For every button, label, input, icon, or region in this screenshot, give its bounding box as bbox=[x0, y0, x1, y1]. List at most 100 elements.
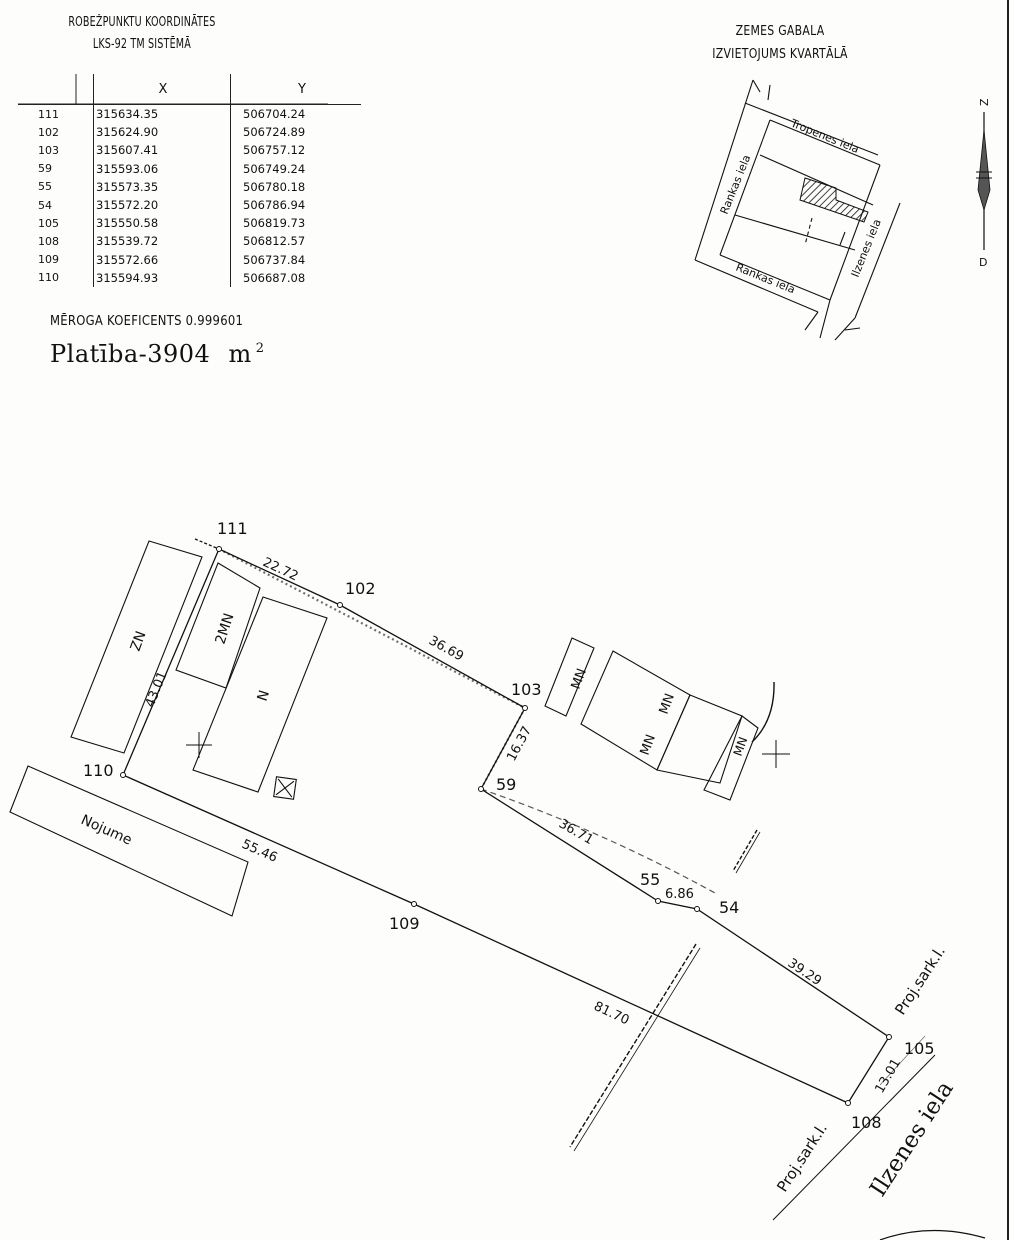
point-id: 105 bbox=[38, 216, 59, 230]
parcel-line bbox=[839, 231, 846, 246]
street-edge bbox=[719, 119, 771, 256]
building-label-n: N bbox=[255, 688, 273, 703]
point-label-54: 54 bbox=[719, 898, 739, 917]
buildings bbox=[9, 540, 759, 917]
distance-54-105: 39.29 bbox=[785, 956, 824, 989]
parcel-boundary bbox=[122, 538, 890, 1104]
building-mn-small bbox=[544, 637, 595, 717]
point-id: 59 bbox=[38, 162, 52, 176]
y-value: 506786.94 bbox=[230, 195, 361, 215]
parcel-line bbox=[759, 154, 874, 206]
street-edge bbox=[767, 84, 771, 101]
coordinates-title-line2: LKS-92 TM SISTĒMĀ bbox=[92, 37, 191, 52]
distance-103-59: 16.37 bbox=[504, 724, 535, 764]
coordinates-header-row: X Y bbox=[18, 74, 361, 105]
point-label-55: 55 bbox=[640, 870, 660, 889]
ditch-lines bbox=[569, 681, 936, 1221]
boundary-vertices bbox=[120, 546, 892, 1106]
building-n bbox=[192, 596, 328, 793]
street-edge bbox=[854, 202, 901, 319]
distance-59-55: 36.71 bbox=[556, 816, 596, 848]
street-label-ilzenes: Ilzenes iela bbox=[865, 1076, 959, 1201]
distance-111-102: 22.72 bbox=[260, 555, 300, 584]
parcel-line bbox=[734, 214, 856, 251]
point-label-59: 59 bbox=[496, 775, 516, 794]
stamp-edge bbox=[879, 1229, 986, 1240]
vertex-marker bbox=[120, 772, 126, 778]
distance-105-108: 13.01 bbox=[872, 1056, 904, 1096]
street-edge bbox=[719, 254, 831, 301]
x-value: 315572.66 bbox=[93, 250, 231, 269]
point-label-110: 110 bbox=[83, 761, 114, 780]
vertex-marker bbox=[337, 602, 343, 608]
coordinates-title-line1: ROBEŽPUNKTU KOORDINĀTES bbox=[68, 15, 216, 30]
street-label-ilzenes-inset: Ilzenes iela bbox=[849, 217, 884, 279]
building-label-mn-a: MN bbox=[657, 692, 678, 717]
location-plot-hatched bbox=[799, 177, 869, 223]
scale-coefficient: MĒROGA KOEFICENTS 0.999601 bbox=[50, 313, 244, 329]
street-edge bbox=[752, 79, 761, 93]
point-id: 109 bbox=[38, 253, 59, 267]
building-mn-b bbox=[656, 694, 743, 784]
vertex-marker bbox=[655, 898, 661, 904]
y-value: 506812.57 bbox=[230, 232, 361, 251]
vertex-marker bbox=[886, 1034, 892, 1040]
street-label-rankas-west: Rankas iela bbox=[718, 153, 754, 216]
vertex-marker bbox=[216, 546, 222, 552]
street-edge bbox=[829, 164, 881, 301]
vertex-marker bbox=[522, 705, 528, 711]
x-value: 315572.20 bbox=[93, 195, 231, 215]
street-label-tropenes: Tropenes iela bbox=[788, 116, 861, 156]
point-label-103: 103 bbox=[511, 680, 542, 699]
street-edge bbox=[834, 317, 856, 341]
projected-red-line-label-upper: Proj.sark.l. bbox=[891, 943, 949, 1018]
building-label-mn-c: MN bbox=[731, 735, 751, 758]
point-id: 103 bbox=[38, 143, 59, 157]
y-value: 506819.73 bbox=[230, 214, 361, 233]
south-label: D bbox=[979, 256, 987, 269]
y-value: 506780.18 bbox=[230, 177, 361, 196]
point-label-111: 111 bbox=[217, 519, 248, 538]
street-edge bbox=[819, 299, 831, 339]
y-value: 506737.84 bbox=[230, 250, 361, 269]
projected-red-line-label-lower: Proj.sark.l. bbox=[773, 1120, 831, 1195]
location-inset-map bbox=[694, 79, 901, 341]
street-edge bbox=[844, 327, 861, 331]
y-value: 506704.24 bbox=[230, 104, 361, 124]
y-value: 506757.12 bbox=[230, 141, 361, 160]
area-unit: m bbox=[228, 340, 252, 368]
vertex-marker bbox=[694, 906, 700, 912]
boundary-polyline bbox=[122, 548, 890, 1104]
north-label: Z bbox=[978, 98, 991, 106]
location-title: ZEMES GABALA IZVIETOJUMS KVARTĀLĀ bbox=[709, 20, 852, 66]
x-value: 315539.72 bbox=[93, 232, 231, 251]
point-id: 111 bbox=[38, 107, 59, 121]
point-id: 108 bbox=[38, 234, 59, 248]
point-label-105: 105 bbox=[904, 1039, 935, 1058]
distance-55-54: 6.86 bbox=[665, 887, 694, 902]
x-value: 315573.35 bbox=[93, 177, 231, 196]
point-label-102: 102 bbox=[345, 579, 376, 598]
x-value: 315594.93 bbox=[93, 268, 231, 287]
distance-108-110: 81.70 bbox=[591, 999, 631, 1028]
distance-110-111: 43.01 bbox=[143, 669, 171, 709]
street-edge bbox=[694, 259, 819, 313]
well-symbol bbox=[273, 776, 297, 800]
vertex-marker bbox=[411, 901, 417, 907]
point-id: 110 bbox=[38, 271, 59, 285]
y-value: 506749.24 bbox=[230, 159, 361, 178]
point-id: 55 bbox=[38, 180, 52, 194]
y-value: 506724.89 bbox=[230, 123, 361, 142]
